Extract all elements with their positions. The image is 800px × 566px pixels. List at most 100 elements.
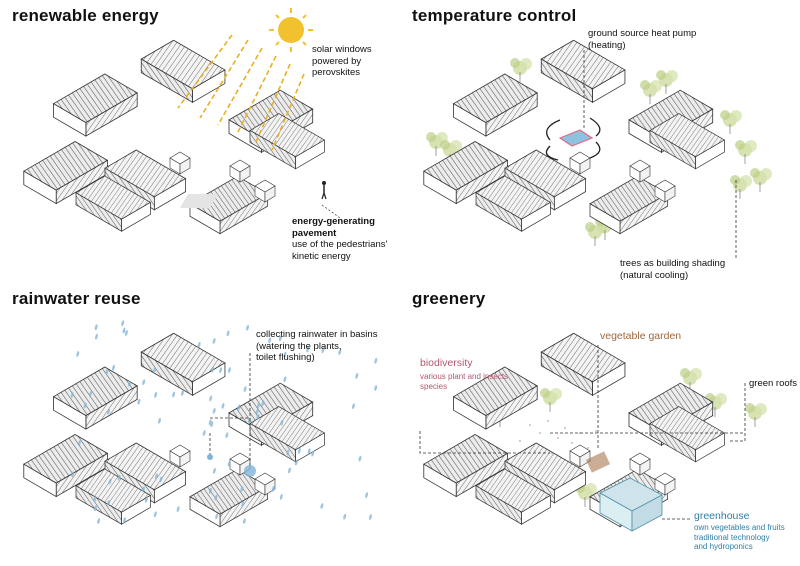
renewable-illustration: [0, 8, 341, 283]
rain-drop: [358, 455, 362, 462]
rain-drop: [159, 476, 163, 483]
panel-title: greenery: [412, 289, 486, 308]
panel-title: renewable energy: [12, 6, 159, 25]
pavement-desc: use of the pedestrians' kinetic energy: [292, 239, 388, 262]
rain-drop: [172, 391, 176, 398]
rain-drop: [352, 403, 355, 410]
rain-drop: [128, 380, 132, 387]
rain-drop: [237, 404, 241, 411]
biodiversity-title: biodiversity: [420, 357, 473, 369]
rain-drop: [228, 367, 231, 373]
rain-drop: [123, 517, 126, 524]
greenery-illustration: [419, 283, 768, 532]
rain-drop: [261, 400, 265, 407]
rain-drop: [76, 350, 80, 357]
collecting-rainwater-label: collecting rainwater in basins (watering…: [256, 329, 378, 363]
rain-drop: [240, 486, 244, 493]
rain-drop: [243, 386, 247, 393]
rain-drop: [107, 499, 110, 506]
rain-drop: [107, 408, 111, 415]
rain-drop: [142, 379, 146, 386]
vegetable-garden-label: vegetable garden: [600, 330, 682, 342]
greenhouse-desc: own vegetables and fruits traditional te…: [694, 523, 785, 551]
rain-drop: [176, 506, 180, 513]
rain-drop: [306, 346, 310, 353]
rain-drop: [144, 496, 148, 503]
rain-drop: [283, 351, 287, 358]
rain-drop: [108, 478, 112, 485]
rain-drop: [89, 391, 92, 398]
rain-drop: [343, 513, 347, 520]
rain-drop: [112, 364, 115, 371]
rain-drop: [268, 337, 272, 344]
rain-drop: [311, 450, 315, 457]
rain-drop: [365, 492, 369, 499]
rain-drop: [211, 366, 215, 373]
rain-drop: [94, 505, 97, 512]
biodiversity-dots: [519, 420, 597, 454]
sun-icon: [269, 8, 313, 52]
rain-drop: [212, 407, 216, 414]
rain-drop: [288, 467, 291, 474]
rain-drop: [155, 473, 158, 480]
rain-drop: [93, 496, 97, 503]
rain-drop: [105, 368, 109, 375]
rain-drop: [137, 398, 141, 405]
rain-drop: [219, 367, 223, 374]
rain-drop: [124, 330, 128, 336]
rain-drop: [242, 518, 246, 524]
rain-drop: [283, 376, 287, 383]
rain-drops: [70, 320, 378, 525]
rain-drop: [208, 487, 212, 494]
temperature-illustration: [400, 0, 773, 258]
rain-drop: [355, 372, 359, 379]
rain-drop: [83, 402, 87, 409]
rain-drop: [122, 327, 126, 334]
rainwater-illustration: [0, 320, 378, 566]
rain-drop: [142, 486, 145, 493]
heat-pump-label: ground source heat pump (heating): [588, 28, 697, 51]
rain-drop: [256, 413, 260, 420]
rain-drop: [221, 402, 225, 409]
panel-title: temperature control: [412, 6, 577, 25]
rain-drop: [97, 518, 101, 525]
pavement-title: energy-generating pavement: [292, 216, 375, 239]
rain-drop: [255, 408, 259, 415]
rain-drop: [369, 514, 372, 520]
rain-drop: [280, 419, 284, 426]
rain-drop: [202, 430, 206, 437]
panel-greenery: greenery vegetable garden biodiversity v…: [400, 283, 800, 566]
rain-drop: [225, 432, 229, 439]
rain-drop: [95, 333, 98, 340]
rain-drop: [94, 324, 98, 331]
panel-title: rainwater reuse: [12, 289, 141, 308]
rain-drop: [153, 367, 156, 374]
rain-drop: [241, 501, 245, 508]
rain-drop: [286, 449, 290, 456]
heat-pump-icon: [545, 117, 601, 161]
rain-drop: [294, 459, 298, 466]
rain-drop: [181, 390, 184, 396]
rain-drop: [215, 513, 219, 520]
rain-drop: [246, 324, 249, 331]
rain-drop: [71, 471, 75, 478]
rain-drop: [307, 448, 311, 455]
rain-drop: [209, 395, 213, 402]
panel-rainwater-reuse: rainwater reuse collecting rainwater in …: [0, 283, 400, 566]
rain-drop: [338, 349, 342, 356]
rain-drop: [214, 494, 218, 501]
rain-drop: [278, 335, 282, 342]
rain-drop: [117, 474, 121, 481]
rain-drop: [158, 417, 161, 424]
trees-shading-label: trees as building shading (natural cooli…: [620, 258, 726, 281]
rain-drop: [197, 341, 201, 348]
pedestrian-icon: [321, 181, 327, 200]
greenhouse-title: greenhouse: [694, 510, 750, 522]
rain-drop: [212, 338, 216, 344]
greenhouse-shape: [599, 477, 663, 532]
rain-drop: [208, 419, 212, 426]
rain-drop: [70, 392, 74, 398]
rain-drop: [374, 385, 378, 391]
green-roofs-label: green roofs: [749, 378, 798, 389]
rain-drop: [77, 440, 81, 447]
